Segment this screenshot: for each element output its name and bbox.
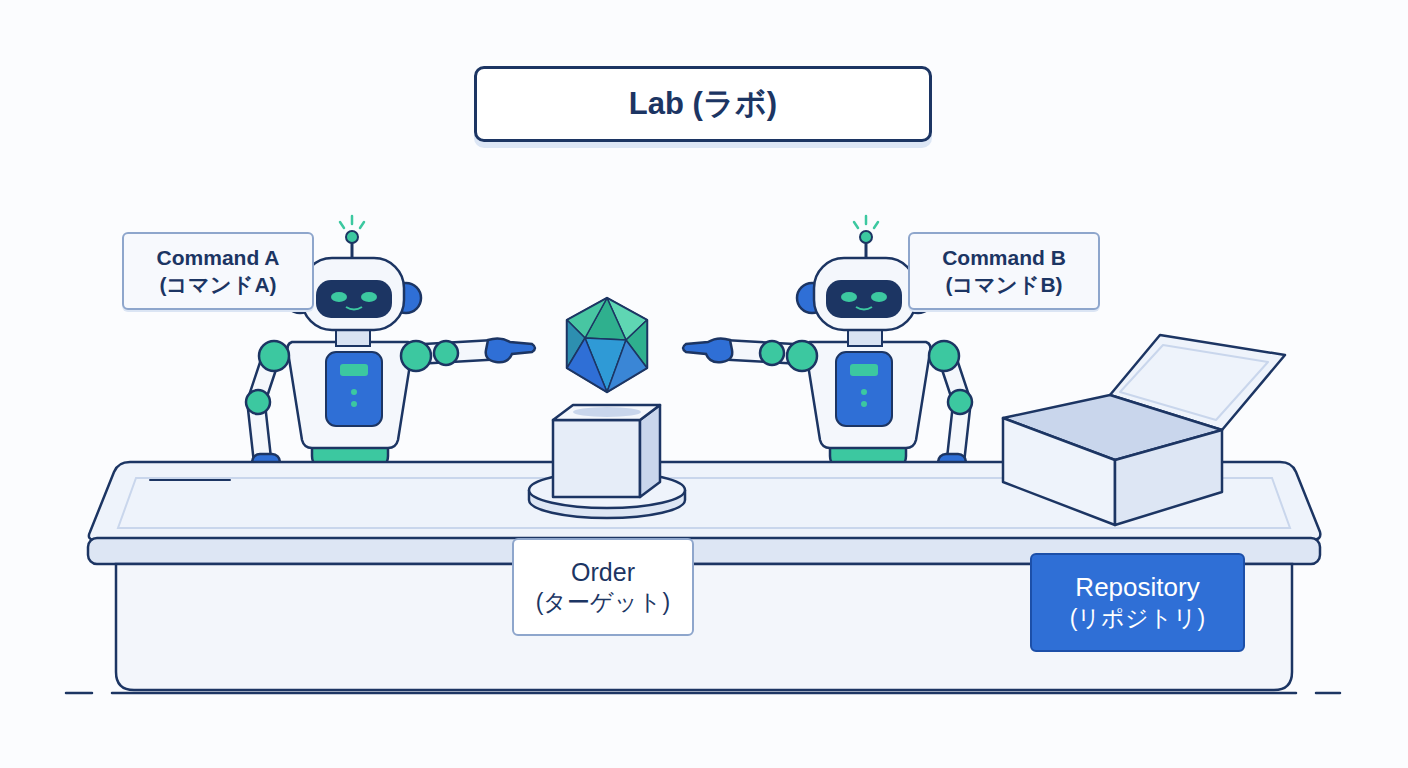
node-text: Order (571, 556, 635, 589)
baseline (112, 692, 1296, 695)
cube (553, 405, 660, 497)
polyhedron (567, 298, 647, 392)
target-label: Order(ターゲット) (512, 538, 694, 636)
open-box (1003, 335, 1285, 525)
title-text: Lab (ラボ) (629, 83, 777, 125)
baseline (66, 692, 92, 695)
polyhedron (567, 338, 607, 392)
open-box (1003, 418, 1115, 525)
shadow (573, 407, 641, 417)
cube (553, 405, 660, 420)
node-text: (コマンドA) (159, 271, 276, 298)
polyhedron (567, 298, 647, 392)
node-text: (コマンドB) (945, 271, 1062, 298)
repository-label: Repository(リポジトリ) (1030, 553, 1245, 652)
polyhedron (607, 340, 647, 392)
cube (553, 420, 640, 497)
node-text: Command B (942, 244, 1066, 271)
node-text: (ターゲット) (536, 588, 670, 618)
node-text: (リポジトリ) (1070, 604, 1205, 634)
table-body (116, 564, 1292, 690)
baseline (66, 692, 1340, 695)
baseline (1316, 692, 1340, 695)
table-mark (150, 479, 230, 481)
command-label: Command B(コマンドB) (908, 232, 1100, 310)
open-box (1115, 430, 1222, 525)
node-text: Command A (157, 244, 280, 271)
node-text: Repository (1075, 571, 1199, 605)
command-label: Command A(コマンドA) (122, 232, 314, 310)
title-box: Lab (ラボ) (474, 66, 932, 142)
